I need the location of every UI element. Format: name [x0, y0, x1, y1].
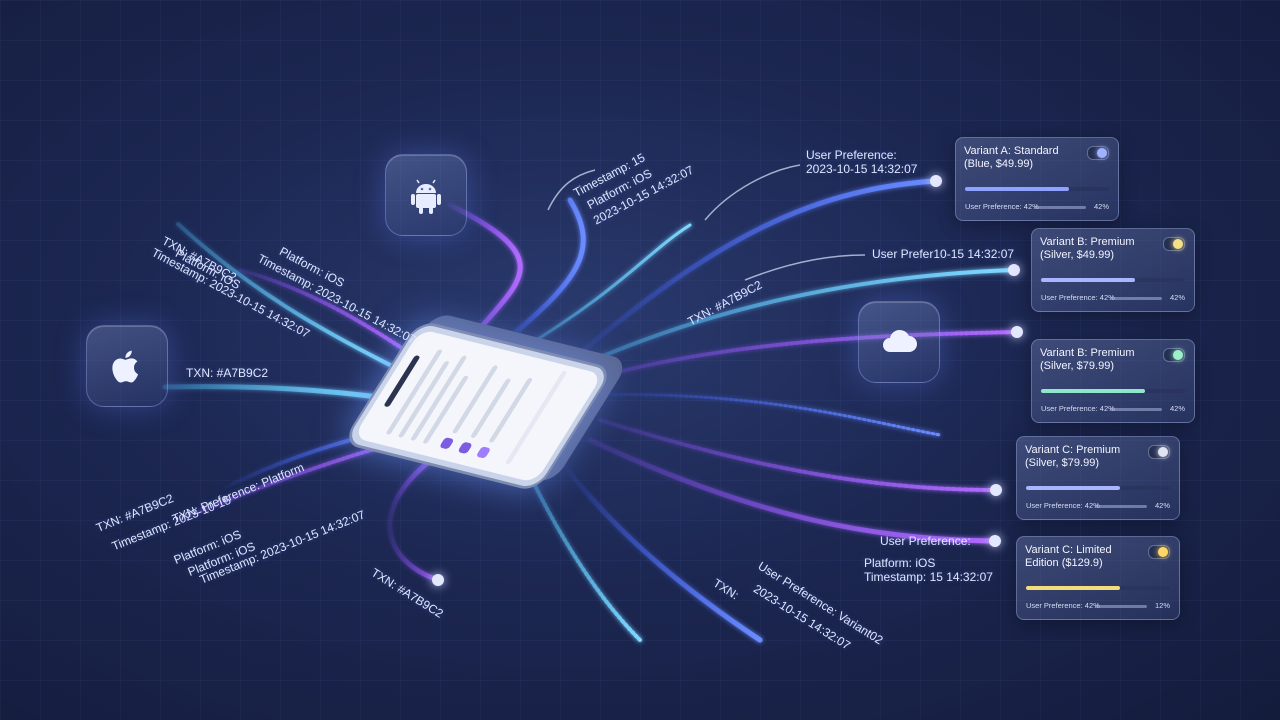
- stream-left-5: [238, 268, 422, 362]
- variant-toggle[interactable]: [1163, 237, 1185, 251]
- endpoint-dot: [930, 175, 942, 187]
- variant-bar: [1026, 586, 1170, 590]
- phone-body: [341, 319, 615, 493]
- stream-right-5: [598, 418, 998, 492]
- variant-pref-track: [1095, 605, 1147, 608]
- phone-device: [341, 318, 665, 493]
- variant-toggle[interactable]: [1148, 545, 1170, 559]
- stream-right-3: [568, 330, 1018, 387]
- android-icon: [411, 179, 441, 214]
- variant-toggle[interactable]: [1087, 146, 1109, 160]
- variant-bar: [1026, 486, 1170, 490]
- endpoint-dot: [1011, 326, 1023, 338]
- variant-card[interactable]: Variant B: Premium (Silver, $49.99) User…: [1031, 228, 1195, 312]
- apple-tile[interactable]: [86, 325, 168, 407]
- variant-title: Variant B: Premium (Silver, $79.99): [1040, 347, 1135, 372]
- variant-title: Variant B: Premium (Silver, $49.99): [1040, 236, 1135, 261]
- stream-top-3: [518, 223, 692, 352]
- variant-card[interactable]: Variant B: Premium (Silver, $79.99) User…: [1031, 339, 1195, 423]
- variant-pref-track: [1095, 505, 1147, 508]
- phone-screen: [353, 329, 603, 483]
- variant-bar: [1041, 278, 1185, 282]
- variant-bar: [1041, 389, 1185, 393]
- variant-toggle[interactable]: [1163, 348, 1185, 362]
- android-tile[interactable]: [385, 154, 467, 236]
- variant-bar: [965, 187, 1109, 191]
- variant-pref-label: User Preference: 42%: [1041, 293, 1115, 302]
- variant-pref-value: 42%: [1169, 293, 1185, 302]
- cloud-icon: [883, 329, 917, 352]
- variant-pref-label: User Preference: 42%: [1026, 601, 1100, 610]
- stream-top-2: [497, 197, 586, 348]
- variant-pref-value: 42%: [1093, 202, 1109, 211]
- endpoint-dot: [432, 574, 444, 586]
- user-pref-label-right: User Preference:: [880, 534, 971, 548]
- variant-pref-label: User Preference: 42%: [1041, 404, 1115, 413]
- stream-right-1: [557, 178, 938, 373]
- variant-bar-fill: [1041, 389, 1145, 393]
- user-pref-ts-top: 2023-10-15 14:32:07: [806, 162, 918, 176]
- stream-bottom-1: [557, 457, 763, 643]
- variant-pref-value: 12%: [1154, 601, 1170, 610]
- variant-pref-label: User Preference: 42%: [1026, 501, 1100, 510]
- variant-card[interactable]: Variant C: Limited Edition ($129.9) User…: [1016, 536, 1180, 620]
- variant-pref-value: 42%: [1154, 501, 1170, 510]
- variant-toggle[interactable]: [1148, 445, 1170, 459]
- variant-card[interactable]: Variant A: Standard (Blue, $49.99) User …: [955, 137, 1119, 221]
- variant-pref-value: 42%: [1169, 404, 1185, 413]
- endpoint-dot: [989, 535, 1001, 547]
- variant-title: Variant A: Standard (Blue, $49.99): [964, 145, 1059, 170]
- stream-top-1: [447, 202, 523, 343]
- stream-right-6: [587, 437, 998, 544]
- timestamp-label-right: Timestamp: 15 14:32:07: [864, 570, 993, 584]
- variant-title: Variant C: Limited Edition ($129.9): [1025, 544, 1112, 569]
- stream-right-4: [578, 393, 942, 437]
- variant-pref-track: [1034, 206, 1086, 209]
- variant-bar-fill: [1026, 486, 1120, 490]
- apple-icon: [112, 350, 139, 383]
- variant-title: Variant C: Premium (Silver, $79.99): [1025, 444, 1121, 469]
- txn-label-apple: TXN: #A7B9C2: [186, 366, 269, 380]
- variant-bar-fill: [1041, 278, 1135, 282]
- user-pref-label-top: User Preference:: [806, 148, 897, 162]
- variant-card[interactable]: Variant C: Premium (Silver, $79.99) User…: [1016, 436, 1180, 520]
- endpoint-dot: [990, 484, 1002, 496]
- cloud-tile[interactable]: [858, 301, 940, 383]
- variant-pref-track: [1110, 297, 1162, 300]
- stream-left-4: [176, 222, 402, 372]
- endpoint-dot: [1008, 264, 1020, 276]
- variant-bar-fill: [965, 187, 1069, 191]
- variant-pref-label: User Preference: 42%: [965, 202, 1039, 211]
- user-pref-label-mid: User Prefer10-15 14:32:07: [872, 247, 1015, 261]
- variant-pref-track: [1110, 408, 1162, 411]
- variant-bar-fill: [1026, 586, 1120, 590]
- platform-label-right: Platform: iOS: [864, 556, 936, 570]
- stream-right-2: [558, 268, 1015, 377]
